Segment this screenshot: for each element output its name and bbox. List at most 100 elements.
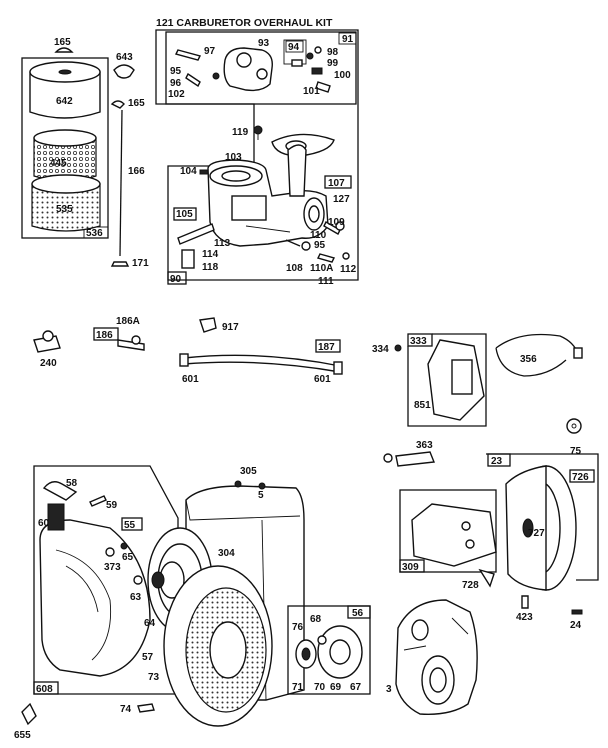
ref-box-726: 726 bbox=[572, 472, 589, 483]
air-cleaner-section: 536 165 642 445 535 643 165 166 171 bbox=[21, 37, 149, 269]
label-642: 642 bbox=[56, 96, 73, 107]
label-111: 111 bbox=[318, 276, 334, 287]
label-166: 166 bbox=[128, 166, 145, 177]
label-71: 71 bbox=[292, 682, 304, 693]
label-655: 655 bbox=[14, 730, 31, 741]
label-118: 118 bbox=[202, 262, 219, 273]
label-113: 113 bbox=[214, 238, 231, 249]
bracket-363 bbox=[395, 451, 435, 467]
label-99: 99 bbox=[327, 58, 339, 69]
ref-box-186: 186 bbox=[96, 330, 113, 341]
label-240: 240 bbox=[40, 358, 57, 369]
label-304: 304 bbox=[218, 548, 235, 559]
ignition-box bbox=[407, 333, 487, 427]
label-601b: 601 bbox=[314, 374, 331, 385]
label-356: 356 bbox=[520, 354, 537, 365]
label-5: 5 bbox=[258, 490, 264, 501]
clip-917 bbox=[199, 317, 217, 333]
label-101: 101 bbox=[303, 86, 320, 97]
label-601a: 601 bbox=[182, 374, 199, 385]
label-851: 851 bbox=[414, 400, 431, 411]
label-67: 67 bbox=[350, 682, 362, 693]
label-69: 69 bbox=[330, 682, 342, 693]
label-305: 305 bbox=[240, 466, 257, 477]
box-309 bbox=[399, 489, 497, 573]
label-98: 98 bbox=[327, 47, 339, 58]
label-186a: 186A bbox=[116, 316, 140, 327]
kit-56-box bbox=[287, 605, 371, 695]
label-643: 643 bbox=[116, 52, 133, 63]
flywheel-box bbox=[486, 453, 599, 581]
flywheel-section: 309 23 726 727 728 423 24 3 bbox=[386, 453, 599, 715]
label-104: 104 bbox=[180, 166, 197, 177]
ref-box-107: 107 bbox=[328, 178, 345, 189]
carburetor-upper-body bbox=[223, 47, 273, 92]
label-114: 114 bbox=[202, 249, 219, 260]
label-93: 93 bbox=[258, 38, 270, 49]
label-445: 445 bbox=[50, 158, 67, 169]
needle-valve bbox=[177, 223, 215, 245]
washer-75 bbox=[566, 418, 582, 434]
label-70: 70 bbox=[314, 682, 326, 693]
label-110: 110 bbox=[310, 230, 327, 241]
label-60: 60 bbox=[38, 518, 50, 529]
label-75: 75 bbox=[570, 446, 582, 457]
label-68: 68 bbox=[310, 614, 322, 625]
ref-box-90: 90 bbox=[170, 274, 182, 285]
blower-section: 304 305 5 57 73 74 655 bbox=[14, 466, 305, 741]
ref-box-56: 56 bbox=[352, 608, 364, 619]
ref-box-105: 105 bbox=[176, 209, 193, 220]
label-423: 423 bbox=[516, 612, 533, 623]
label-108: 108 bbox=[286, 263, 303, 274]
label-95: 95 bbox=[170, 66, 182, 77]
label-76: 76 bbox=[292, 622, 304, 633]
carburetor-section: 121 CARBURETOR OVERHAUL KIT 91 94 93 97 … bbox=[155, 17, 359, 287]
label-728: 728 bbox=[462, 580, 479, 591]
ref-box-94: 94 bbox=[288, 42, 300, 53]
label-57: 57 bbox=[142, 652, 154, 663]
label-110a: 110A bbox=[310, 263, 333, 274]
label-112: 112 bbox=[340, 264, 357, 275]
label-95b: 95 bbox=[314, 240, 326, 251]
ref-box-23: 23 bbox=[491, 456, 503, 467]
label-102: 102 bbox=[168, 89, 185, 100]
air-cleaner-box bbox=[21, 57, 109, 239]
label-127: 127 bbox=[333, 194, 350, 205]
label-727: 727 bbox=[528, 528, 545, 539]
ref-box-536: 536 bbox=[86, 228, 103, 239]
label-535: 535 bbox=[56, 204, 73, 215]
middle-row: 240 186 186A 917 187 601 601 333 851 334… bbox=[33, 316, 583, 467]
label-65: 65 bbox=[122, 552, 134, 563]
starter-handle bbox=[42, 481, 78, 501]
starter-grip bbox=[47, 503, 65, 531]
flywheel-key bbox=[571, 609, 583, 615]
label-97: 97 bbox=[204, 46, 216, 57]
label-74: 74 bbox=[120, 704, 132, 715]
fuel-fitting bbox=[181, 249, 195, 269]
starter-section: 608 55 58 59 60 65 373 63 64 bbox=[33, 465, 179, 695]
kit-title: 121 CARBURETOR OVERHAUL KIT bbox=[156, 17, 333, 29]
flywheel-brake-plate bbox=[411, 503, 497, 567]
ground-wire bbox=[495, 333, 579, 377]
label-165a: 165 bbox=[54, 37, 71, 48]
ref-box-333: 333 bbox=[410, 336, 427, 347]
label-109: 109 bbox=[328, 217, 345, 228]
label-165b: 165 bbox=[128, 98, 145, 109]
overhaul-kit-box bbox=[165, 31, 357, 105]
fuel-line bbox=[183, 354, 341, 373]
label-917: 917 bbox=[222, 322, 239, 333]
ref-box-608: 608 bbox=[36, 684, 53, 695]
label-24: 24 bbox=[570, 620, 582, 631]
label-59: 59 bbox=[106, 500, 118, 511]
label-363: 363 bbox=[416, 440, 433, 451]
governor-kit-section: 56 76 68 71 70 69 67 bbox=[287, 605, 371, 695]
label-171: 171 bbox=[132, 258, 149, 269]
label-64: 64 bbox=[144, 618, 156, 629]
label-334: 334 bbox=[372, 344, 389, 355]
label-3: 3 bbox=[386, 684, 392, 695]
ref-box-187: 187 bbox=[318, 342, 335, 353]
label-373: 373 bbox=[104, 562, 121, 573]
label-103: 103 bbox=[225, 152, 242, 163]
part-655 bbox=[21, 702, 37, 726]
